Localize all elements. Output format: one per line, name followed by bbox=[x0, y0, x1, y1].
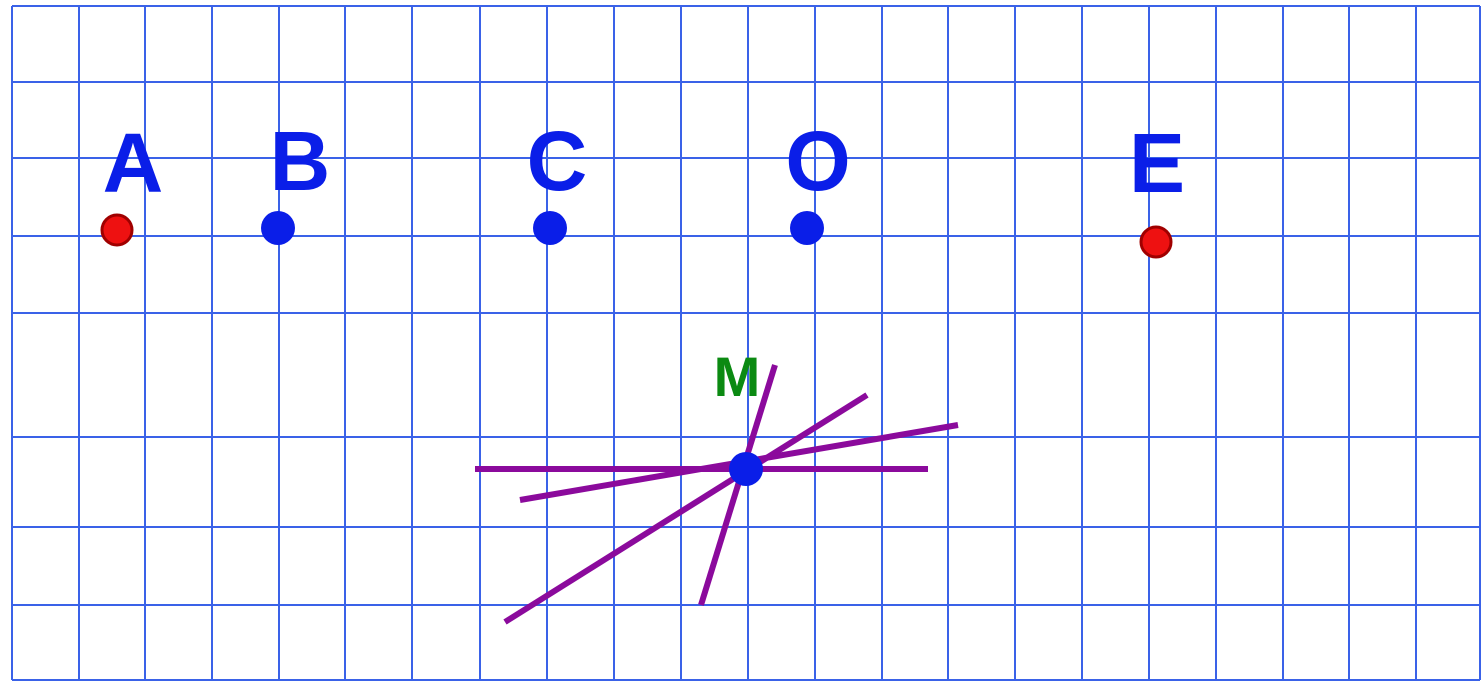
line-steep bbox=[698, 364, 778, 606]
point-a-label: A bbox=[103, 116, 164, 210]
point-c-dot bbox=[533, 211, 567, 245]
point-a: A bbox=[100, 116, 164, 247]
point-m-label: M bbox=[714, 345, 761, 408]
point-c-label: C bbox=[527, 114, 588, 208]
point-o-label: O bbox=[785, 114, 850, 208]
point-b-dot bbox=[261, 211, 295, 245]
points: A B C O E bbox=[100, 114, 1185, 259]
point-m-dot bbox=[729, 452, 763, 486]
point-o-dot bbox=[790, 211, 824, 245]
point-m: M bbox=[714, 345, 763, 486]
point-e-label: E bbox=[1129, 116, 1185, 210]
point-o: O bbox=[785, 114, 851, 245]
point-b: B bbox=[261, 114, 330, 245]
point-b-label: B bbox=[270, 114, 331, 208]
line-diagonal bbox=[503, 392, 869, 625]
point-a-dot bbox=[100, 213, 134, 247]
point-e-dot bbox=[1139, 225, 1173, 259]
grid bbox=[11, 5, 1481, 681]
point-e: E bbox=[1129, 116, 1185, 259]
point-c: C bbox=[527, 114, 588, 245]
